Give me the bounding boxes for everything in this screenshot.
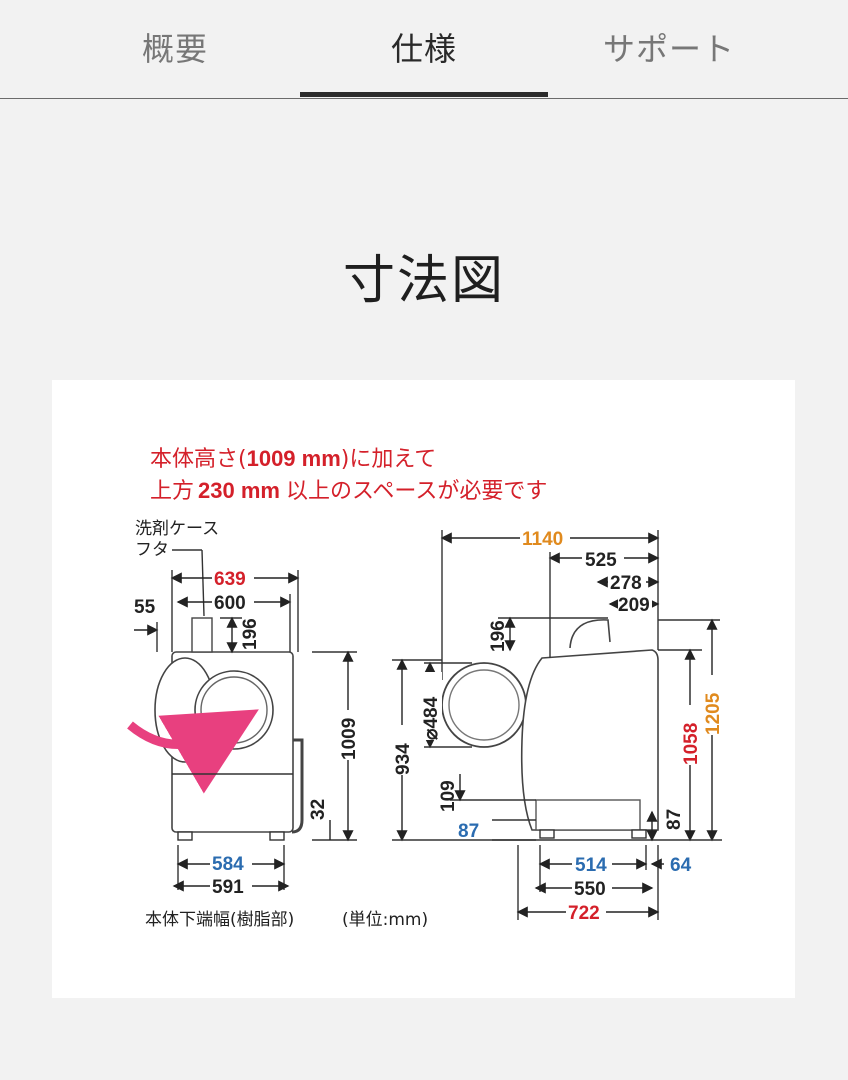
front-width-584: 584 <box>212 854 244 875</box>
side-depth-722: 722 <box>568 903 600 924</box>
front-width-600: 600 <box>214 593 246 614</box>
front-view: 洗剤ケース フタ <box>127 519 357 892</box>
tab-specs[interactable]: 仕様 <box>391 30 458 68</box>
page-title: 寸法図 <box>342 251 505 311</box>
tab-overview[interactable]: 概要 <box>142 30 209 68</box>
side-depth-550: 550 <box>574 879 606 900</box>
tab-bar: 概要 仕様 サポート <box>0 0 848 99</box>
front-width-591: 591 <box>212 877 244 898</box>
side-depth-278: 278 <box>610 573 642 594</box>
tab-support[interactable]: サポート <box>603 30 736 68</box>
side-door-diameter-484: ⌀484 <box>421 696 442 740</box>
front-height-1009: 1009 <box>339 718 360 760</box>
front-hose-32: 32 <box>308 799 329 820</box>
side-depth-209: 209 <box>618 595 650 616</box>
front-width-639: 639 <box>214 569 246 590</box>
side-lid-196: 196 <box>488 620 509 652</box>
front-offset-55: 55 <box>134 597 156 618</box>
side-height-1205: 1205 <box>703 692 724 735</box>
space-note-line1: 本体高さ(1009 mm)に加えて <box>150 446 436 472</box>
side-depth-525: 525 <box>585 550 617 571</box>
side-height-87-left: 87 <box>458 821 479 842</box>
label-bottom-width: 本体下端幅(樹脂部) <box>145 910 294 930</box>
side-height-109: 109 <box>438 780 459 812</box>
front-lid-196: 196 <box>240 618 261 650</box>
side-height-87-right: 87 <box>664 809 685 830</box>
side-height-934: 934 <box>393 743 414 775</box>
side-depth-1140: 1140 <box>522 529 563 550</box>
active-tab-indicator <box>300 92 548 97</box>
label-unit: (単位:mm) <box>342 910 428 930</box>
label-detergent-1: 洗剤ケース <box>135 519 219 539</box>
side-height-1058: 1058 <box>681 723 702 765</box>
side-depth-64: 64 <box>670 855 692 876</box>
label-detergent-2: フタ <box>135 540 169 560</box>
side-depth-514: 514 <box>575 855 607 876</box>
